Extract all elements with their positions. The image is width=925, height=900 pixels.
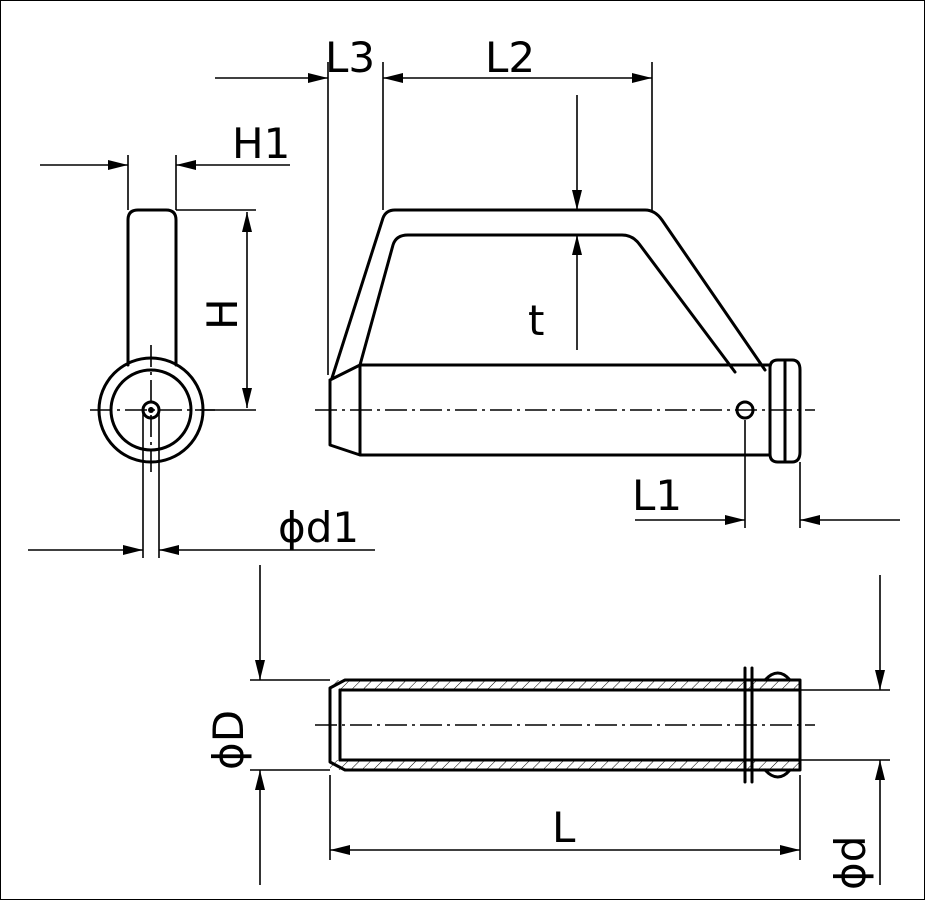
label-L: L [552,803,576,852]
handle-inner [358,233,737,374]
dimension-H: H [176,209,256,411]
side-handle [126,208,178,367]
label-d1: ϕd1 [278,503,359,552]
tube-outline [328,678,802,772]
dimension-d1: ϕd1 [28,410,375,558]
dimension-t: t [528,95,582,350]
end-ring [768,358,802,464]
label-L2: L2 [485,33,535,82]
label-L1: L1 [632,471,682,520]
label-H1: H1 [232,119,290,168]
handle-outer [330,208,767,380]
label-L3: L3 [325,33,375,82]
section-view [315,666,815,784]
label-t: t [528,296,544,345]
dimension-L3-L2: L3 L2 [215,33,653,375]
dimension-d: ϕd [800,575,890,890]
label-H: H [198,298,247,330]
label-d: ϕd [826,836,875,890]
label-D: ϕD [204,710,253,770]
dimension-H1: H1 [40,119,290,210]
dimension-L1: L1 [632,420,900,528]
front-view [315,208,815,464]
side-view [90,208,215,475]
dimension-L: L [329,775,801,860]
dimension-D: ϕD [204,565,330,885]
